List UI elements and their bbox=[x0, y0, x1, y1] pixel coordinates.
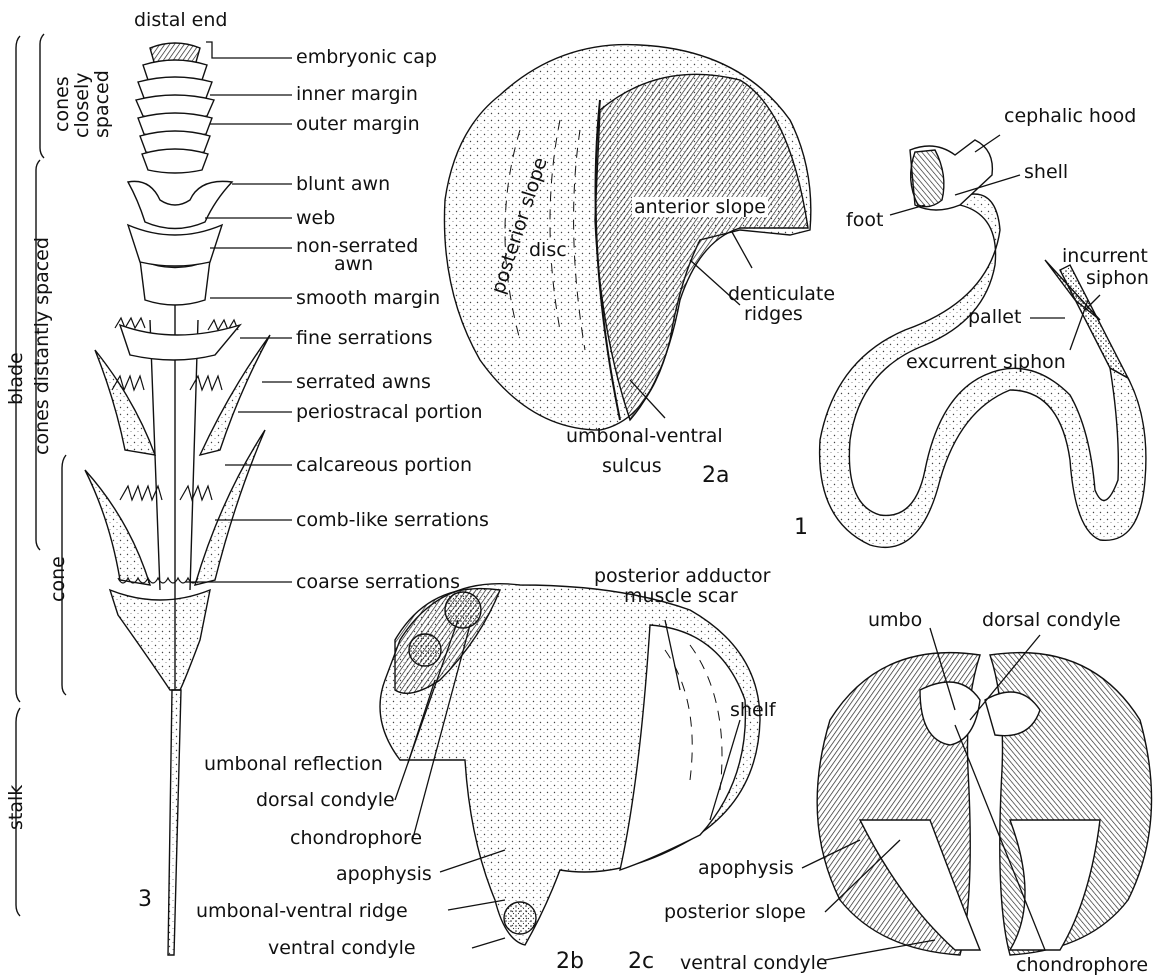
shell-2b-drawing bbox=[380, 584, 760, 945]
fig2b-label-dorsal-condyle: dorsal condyle bbox=[256, 790, 395, 810]
fig2a-label-denticulate: denticulate bbox=[728, 284, 835, 304]
fig2b-label-chondrophore: chondrophore bbox=[290, 828, 422, 848]
side-label-cone: cone bbox=[48, 556, 68, 602]
fig3-label-smooth-margin: smooth margin bbox=[296, 288, 440, 308]
fig1-label-excurrent-siphon: excurrent siphon bbox=[906, 352, 1066, 372]
side-label-stalk: stalk bbox=[6, 785, 26, 830]
fig3-label-serrated-awns: serrated awns bbox=[296, 372, 431, 392]
fig2b-label-ventral-condyle: ventral condyle bbox=[268, 938, 416, 958]
side-label-spaced: spaced bbox=[92, 70, 112, 138]
side-label-blade: blade bbox=[6, 352, 26, 405]
fig3-distal-end-label: distal end bbox=[134, 10, 227, 30]
fig3-label-inner-margin: inner margin bbox=[296, 84, 418, 104]
fig3-label-coarse: coarse serrations bbox=[296, 572, 460, 592]
fig3-label-comb-like: comb-like serrations bbox=[296, 510, 489, 530]
fig1-number: 1 bbox=[794, 518, 808, 538]
fig2c-label-umbo: umbo bbox=[868, 610, 922, 630]
shell-2c-drawing bbox=[817, 653, 1151, 955]
shipworm-drawing bbox=[820, 140, 1146, 547]
fig2b-label-muscle-scar: muscle scar bbox=[624, 586, 738, 606]
fig2b-label-apophysis: apophysis bbox=[336, 864, 432, 884]
fig2b-number: 2b bbox=[556, 952, 584, 972]
fig3-label-embryonic-cap: embryonic cap bbox=[296, 47, 437, 67]
pallet-drawing bbox=[85, 43, 270, 955]
fig3-label-web: web bbox=[296, 208, 335, 228]
shell-2a-drawing bbox=[444, 45, 810, 430]
fig3-label-fine-serrations: fine serrations bbox=[296, 328, 433, 348]
fig2a-label-ridges: ridges bbox=[744, 304, 803, 324]
fig2a-label-disc: disc bbox=[529, 240, 567, 260]
fig2b-label-umbonal-reflection: umbonal reflection bbox=[204, 754, 383, 774]
pallet-brackets bbox=[16, 34, 66, 916]
fig2a-label-umbonal-ventral: umbonal-ventral bbox=[566, 426, 723, 446]
fig1-label-siphon: siphon bbox=[1086, 268, 1149, 288]
fig2c-label-ventral-condyle: ventral condyle bbox=[680, 953, 828, 973]
fig1-label-incurrent: incurrent bbox=[1062, 246, 1148, 266]
fig2c-label-posterior-slope: posterior slope bbox=[664, 902, 806, 922]
fig2c-label-dorsal-condyle: dorsal condyle bbox=[982, 610, 1121, 630]
fig2b-label-posterior-adductor: posterior adductor bbox=[594, 566, 770, 586]
fig2c-label-chondrophore: chondrophore bbox=[1016, 955, 1148, 975]
fig2c-number: 2c bbox=[628, 952, 654, 972]
fig2a-number: 2a bbox=[702, 466, 729, 486]
side-label-closely: closely bbox=[72, 73, 92, 138]
fig1-label-shell: shell bbox=[1024, 162, 1068, 182]
fig2a-label-sulcus: sulcus bbox=[602, 456, 662, 476]
fig2b-label-shelf: shelf bbox=[730, 700, 776, 720]
fig1-label-foot: foot bbox=[846, 210, 883, 230]
side-label-cones: cones bbox=[52, 76, 72, 132]
fig1-label-cephalic-hood: cephalic hood bbox=[1004, 106, 1136, 126]
fig1-label-pallet: pallet bbox=[968, 307, 1021, 327]
fig2b-label-umbonal-ventral-ridge: umbonal-ventral ridge bbox=[196, 901, 408, 921]
fig3-label-calcareous: calcareous portion bbox=[296, 455, 472, 475]
fig2a-label-anterior-slope: anterior slope bbox=[632, 197, 768, 217]
fig3-label-periostracal: periostracal portion bbox=[296, 402, 483, 422]
fig3-number: 3 bbox=[138, 890, 152, 910]
fig3-label-awn: awn bbox=[334, 254, 373, 274]
fig3-label-blunt-awn: blunt awn bbox=[296, 174, 390, 194]
side-label-cones-distantly: cones distantly spaced bbox=[32, 237, 52, 455]
fig2c-label-apophysis: apophysis bbox=[698, 858, 794, 878]
fig3-label-outer-margin: outer margin bbox=[296, 114, 420, 134]
